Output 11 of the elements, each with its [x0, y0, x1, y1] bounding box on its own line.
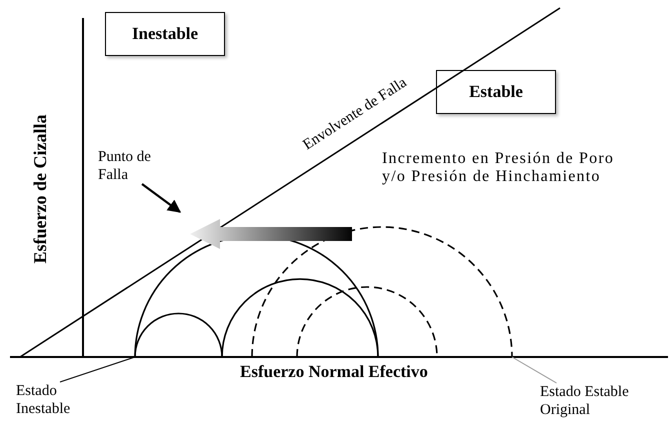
leader-line [512, 356, 557, 384]
axis-title: Esfuerzo Normal Efectivo [240, 363, 429, 381]
region-label: Inestable [105, 12, 225, 56]
leader-arrow [141, 183, 182, 213]
region-label: Estable [436, 70, 556, 114]
axis-title: Esfuerzo de Cizalla [31, 114, 49, 266]
annotation-text: Incremento en Presión de Poro y/o Presión de Hinchamiento [382, 150, 616, 186]
callout-text: Estado Estable Original [540, 383, 650, 419]
leader-line [60, 356, 136, 382]
callout-text: Punto de Falla [98, 148, 178, 184]
callout-text: Estado Inestable [16, 382, 96, 418]
